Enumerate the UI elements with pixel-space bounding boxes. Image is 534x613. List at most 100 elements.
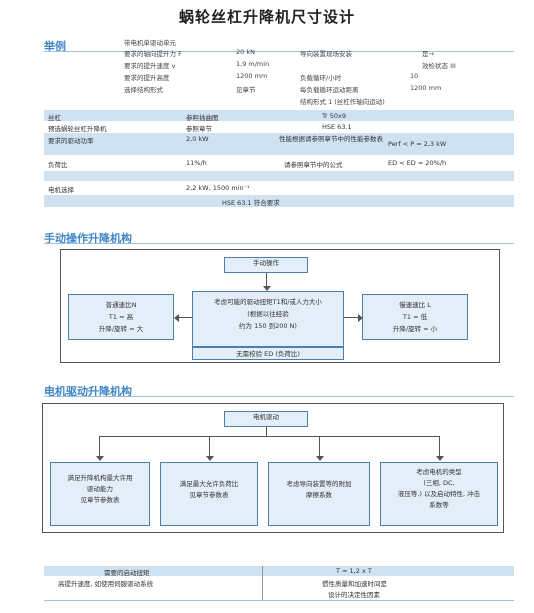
table-cell: 预选蜗轮丝杠升降机 <box>48 125 107 133</box>
table-cell: 2,0 kW <box>186 135 209 143</box>
table-row: 负荷比 11%/h 请参照章节中的公式 ED < ED = 20%/h <box>44 155 514 171</box>
arrow-down-icon <box>96 456 104 461</box>
manual-right-line: T1 = 低 <box>402 313 428 321</box>
example-left-0-label: 带电机单驱动单元 <box>124 39 176 47</box>
connector <box>439 436 440 458</box>
motor-box-line: (三相, DC, <box>423 479 455 487</box>
example-right-4-label: 结构形式 1 (丝杠作轴向运动) <box>300 98 385 106</box>
table-cell: ED < ED = 20%/h <box>388 159 447 167</box>
motor-box-line: 驱动能力 <box>87 485 113 493</box>
table-row: 需要的启动扭矩 T = 1,2 x T <box>44 566 514 577</box>
motor-box-line: 满足最大允许负荷比 <box>179 480 239 488</box>
motor-box-line: 摩擦系数 <box>306 491 332 499</box>
table-cell: T = 1,2 x T <box>336 567 372 575</box>
section-example-heading: 举例 <box>44 41 66 53</box>
table-row: HSE 63.1 符合要求 <box>44 195 514 207</box>
divider <box>44 396 514 397</box>
manual-left-line: T1 = 高 <box>108 313 134 321</box>
example-left-3-value: 1200 mm <box>236 72 268 80</box>
example-right-2-value: 10 <box>410 72 419 80</box>
example-left-3-label: 要求的提升高度 <box>124 74 170 82</box>
table-cell: 丝杠 <box>48 114 61 122</box>
manual-foot-box: 无需校验 ED (负荷比) <box>192 347 344 360</box>
connector <box>99 436 439 437</box>
example-left-2-value: 1,9 m/min <box>236 60 270 68</box>
motor-head-box: 电机驱动 <box>224 411 308 427</box>
arrow-down-icon <box>436 456 444 461</box>
page-title: 蜗轮丝杠升降机尺寸设计 <box>178 8 355 26</box>
manual-foot-label: 无需校验 ED (负荷比) <box>236 350 300 358</box>
table-cell: 要求的驱动功率 <box>48 137 94 145</box>
table-cell: 惯性质量和加速时间是 <box>322 580 387 588</box>
table-row: 电机选择 2,2 kW, 1500 min⁻¹ <box>44 181 514 195</box>
table-cell: 负荷比 <box>48 161 68 169</box>
table-cell: 高提升速度, 如使用伺服驱动系统 <box>58 580 154 588</box>
table-row: 要求的驱动功率 2,0 kW 性能根据请参照章节中的性能参数表 Perf < P… <box>44 133 514 155</box>
table-cell: 性能根据请参照章节中的性能参数表 <box>279 135 383 143</box>
motor-head-label: 电机驱动 <box>253 413 279 421</box>
connector <box>99 436 100 458</box>
manual-head-label: 手动操作 <box>253 259 279 267</box>
motor-box-line: 满足升降机构最大许用 <box>67 474 133 482</box>
example-left-4-value: 见章节 <box>236 86 256 94</box>
example-right-3-label: 每负载循环运动距离 <box>300 86 359 94</box>
table-cell: 需要的启动扭矩 <box>104 569 150 577</box>
motor-flow-frame <box>42 403 504 533</box>
divider <box>44 243 514 244</box>
table-row: 预选蜗轮丝杠升降机 参照章节 HSE 63.1 <box>44 121 514 133</box>
example-right-0-label: 导向装置现场安装 <box>300 50 352 58</box>
example-left-1-label: 要求的轴向提升力 F <box>124 50 182 58</box>
arrow-left-icon <box>174 314 179 322</box>
motor-box-line: 系数等 <box>429 501 449 509</box>
connector <box>176 317 192 318</box>
connector <box>344 317 360 318</box>
manual-center-line: 考虑可能的驱动扭矩T1和/或人力大小 <box>214 298 322 306</box>
table-cell: HSE 63.1 符合要求 <box>222 199 280 207</box>
table-row <box>44 171 514 181</box>
section-manual-heading: 手动操作升降机构 <box>44 233 132 245</box>
example-left-1-value: 20 kN <box>236 48 255 56</box>
connector <box>319 436 320 458</box>
arrow-down-icon <box>263 286 271 291</box>
motor-box-line: 见章节参数表 <box>80 496 120 504</box>
manual-left-line: 普通速比N <box>105 301 137 309</box>
connector <box>209 436 210 458</box>
table-cell: 11%/h <box>186 159 207 167</box>
example-left-2-label: 要求的提升速度 v <box>124 62 176 70</box>
motor-box-2: 满足最大允许负荷比 见章节参数表 <box>160 462 258 526</box>
table-row: 丝杠 参照插曲图 Tr 50x9 <box>44 110 514 122</box>
motor-box-1: 满足升降机构最大许用 驱动能力 见章节参数表 <box>50 462 150 526</box>
divider <box>44 600 514 601</box>
example-left-4-label: 选择结构形式 <box>124 86 163 94</box>
arrow-right-icon <box>358 314 363 322</box>
manual-left-line: 升降/旋转 = 大 <box>98 325 144 333</box>
motor-box-4: 考虑电机的类型 (三相, DC, 液压等.) 以及启动特性, 冲击 系数等 <box>380 462 498 526</box>
manual-right-box: 慢速速比 L T1 = 低 升降/旋转 = 小 <box>362 294 468 340</box>
table-cell: 参照插曲图 <box>186 114 219 122</box>
divider <box>44 51 514 52</box>
example-right-1-value: 效检状态 III <box>422 62 456 70</box>
manual-left-box: 普通速比N T1 = 高 升降/旋转 = 大 <box>68 294 174 340</box>
table-cell: Tr 50x9 <box>322 112 347 120</box>
table-cell: Perf < P = 2,3 kW <box>388 140 447 148</box>
table-cell: HSE 63.1 <box>322 123 352 131</box>
arrow-down-icon <box>206 456 214 461</box>
table-cell: 电机选择 <box>48 186 74 194</box>
table-cell: 请参照章节中的公式 <box>284 161 343 169</box>
motor-box-3: 考虑导向装置等的附加 摩擦系数 <box>268 462 370 526</box>
table-cell: 参照章节 <box>186 125 212 133</box>
motor-box-line: 考虑导向装置等的附加 <box>286 480 352 488</box>
manual-center-box: 考虑可能的驱动扭矩T1和/或人力大小 (根据以往经验 约为 150 到200 N… <box>192 291 344 347</box>
table-cell: 设计的决定性因素 <box>328 591 380 599</box>
manual-flow-frame <box>60 249 500 363</box>
manual-right-line: 升降/旋转 = 小 <box>392 325 438 333</box>
example-right-2-label: 负载循环/小时 <box>300 74 342 82</box>
table-row: 高提升速度, 如使用伺服驱动系统 惯性质量和加速时间是 <box>44 577 514 588</box>
motor-box-line: 见章节参数表 <box>189 491 229 499</box>
connector <box>266 427 267 436</box>
manual-center-line: (根据以往经验 <box>247 310 289 318</box>
manual-head-box: 手动操作 <box>224 257 308 273</box>
arrow-down-icon <box>316 456 324 461</box>
motor-box-line: 液压等.) 以及启动特性, 冲击 <box>397 490 481 498</box>
divider <box>262 566 263 600</box>
